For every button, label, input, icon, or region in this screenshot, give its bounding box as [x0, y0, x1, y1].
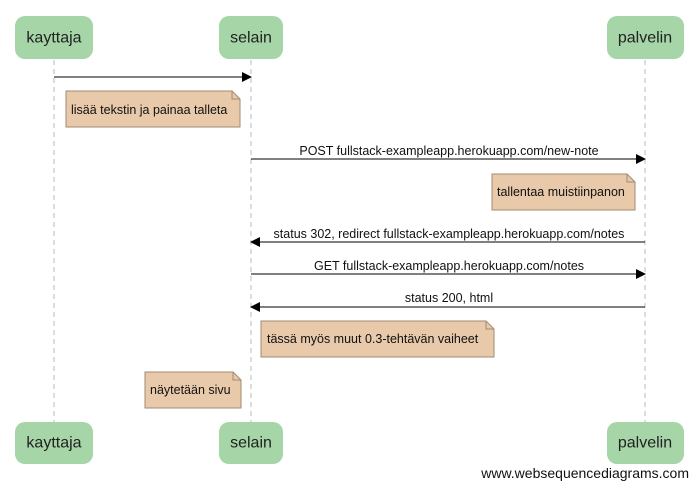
actor-kayttaja-bottom: kayttaja	[15, 422, 93, 464]
actor-selain-top: selain	[219, 16, 283, 59]
actor-kayttaja-top-label: kayttaja	[26, 30, 81, 47]
message-get-notes: GET fullstack-exampleapp.herokuapp.com/n…	[251, 259, 646, 279]
note-tallentaa-text: tallentaa muistiinpanon	[497, 185, 625, 199]
message-status-200-label: status 200, html	[405, 291, 493, 305]
note-tassa-myos-text: tässä myös muut 0.3-tehtävän vaiheet	[267, 332, 479, 346]
actor-palvelin-bottom: palvelin	[607, 422, 684, 464]
actor-palvelin-top: palvelin	[607, 16, 684, 59]
note-naytetaan-sivu-text: näytetään sivu	[150, 383, 231, 397]
actor-palvelin-top-label: palvelin	[618, 30, 672, 47]
note-naytetaan-sivu: näytetään sivu	[144, 371, 242, 409]
actor-selain-top-label: selain	[230, 30, 272, 47]
note-lisaa-tekstin: lisää tekstin ja painaa talleta	[65, 90, 241, 128]
note-lisaa-tekstin-text: lisää tekstin ja painaa talleta	[71, 103, 227, 117]
message-status-200: status 200, html	[250, 291, 645, 312]
actor-kayttaja-bottom-label: kayttaja	[26, 435, 81, 452]
note-tallentaa: tallentaa muistiinpanon	[491, 173, 636, 211]
message-get-notes-label: GET fullstack-exampleapp.herokuapp.com/n…	[314, 259, 584, 273]
actor-kayttaja-top: kayttaja	[15, 16, 93, 59]
message-status-302: status 302, redirect fullstack-exampleap…	[250, 227, 645, 247]
note-tassa-myos: tässä myös muut 0.3-tehtävän vaiheet	[260, 320, 495, 358]
watermark-link[interactable]: www.websequencediagrams.com	[481, 465, 689, 481]
message-status-302-label: status 302, redirect fullstack-exampleap…	[274, 227, 625, 241]
actor-selain-bottom-label: selain	[230, 435, 272, 452]
actor-palvelin-bottom-label: palvelin	[618, 435, 672, 452]
message-post-new-note: POST fullstack-exampleapp.herokuapp.com/…	[251, 144, 646, 164]
actor-selain-bottom: selain	[219, 422, 283, 464]
message-post-new-note-label: POST fullstack-exampleapp.herokuapp.com/…	[299, 144, 598, 158]
